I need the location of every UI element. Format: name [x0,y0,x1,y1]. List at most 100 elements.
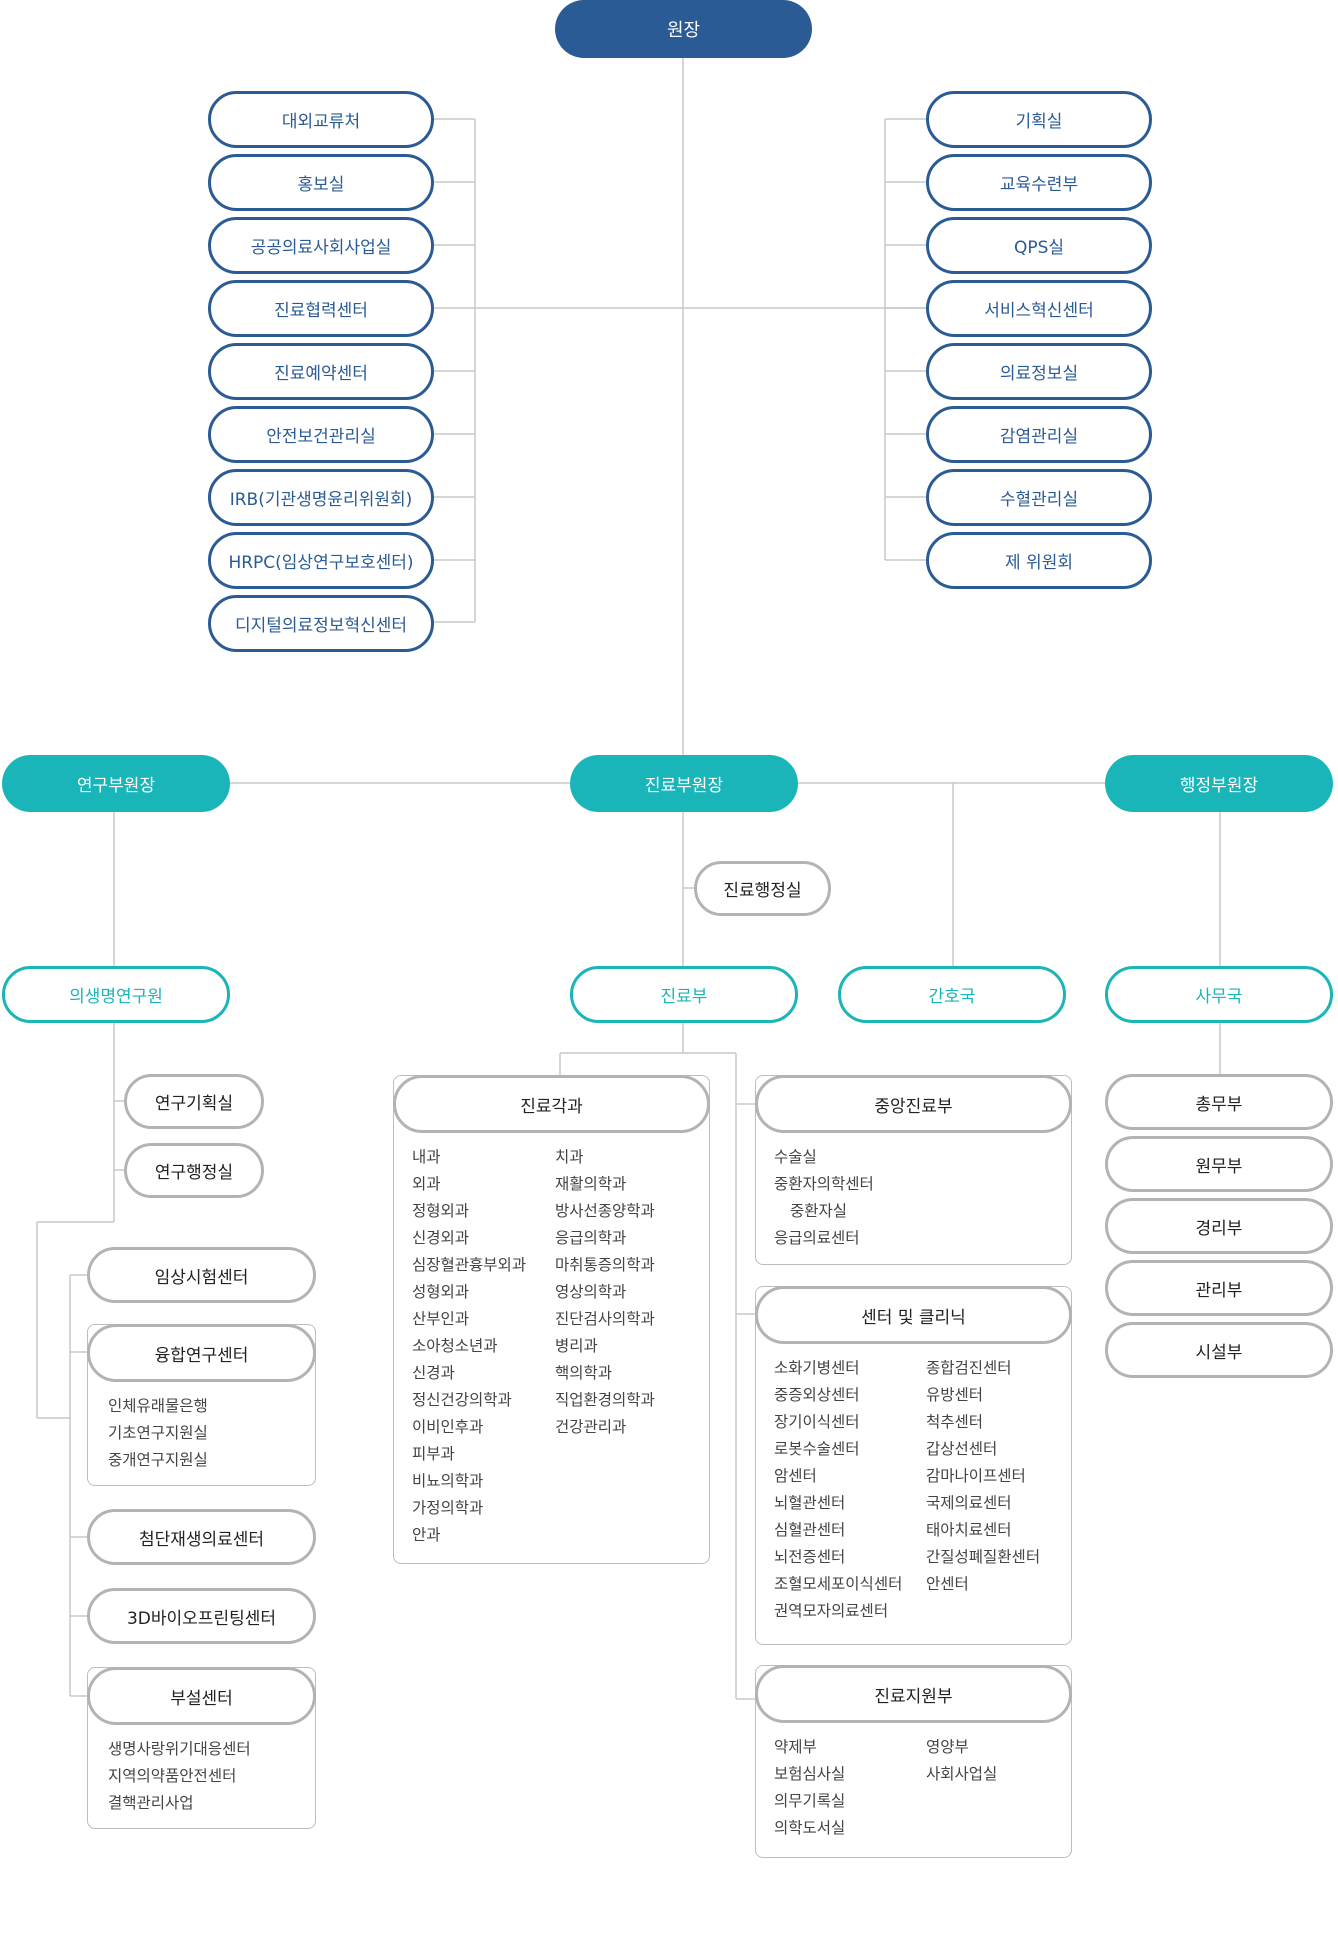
centers-header[interactable]: 센터 및 클리닉 [755,1286,1072,1344]
bioprinting-node[interactable]: 3D바이오프린팅센터 [87,1588,316,1644]
list-item[interactable]: 심혈관센터 [774,1521,846,1539]
list-item[interactable]: 뇌전증센터 [774,1548,846,1566]
office-node[interactable]: 교육수련부 [926,154,1152,211]
list-item[interactable]: 뇌혈관센터 [774,1494,846,1512]
office-node[interactable]: 진료예약센터 [208,343,434,400]
list-item[interactable]: 척추센터 [926,1413,984,1431]
list-item[interactable]: 가정의학과 [412,1499,484,1517]
list-item[interactable]: 신경과 [412,1364,455,1382]
list-item[interactable]: 이비인후과 [412,1418,484,1436]
list-item[interactable]: 중환자의학센터 [774,1175,874,1193]
list-item[interactable]: 외과 [412,1175,441,1193]
office-node[interactable]: 안전보건관리실 [208,406,434,463]
list-item[interactable]: 핵의학과 [555,1364,613,1382]
office-node[interactable]: IRB(기관생명윤리위원회) [208,469,434,526]
list-item[interactable]: 감마나이프센터 [926,1467,1026,1485]
list-item[interactable]: 피부과 [412,1445,455,1463]
list-item[interactable]: 성형외과 [412,1283,470,1301]
nursing-node[interactable]: 간호국 [838,966,1066,1023]
list-item[interactable]: 장기이식센터 [774,1413,860,1431]
office-node[interactable]: QPS실 [926,217,1152,274]
vice-medical-node[interactable]: 진료부원장 [570,755,798,812]
list-item[interactable]: 중환자실 [790,1202,848,1220]
list-item[interactable]: 암센터 [774,1467,817,1485]
list-item[interactable]: 결핵관리사업 [108,1794,194,1812]
list-item[interactable]: 내과 [412,1148,441,1166]
support-header[interactable]: 진료지원부 [755,1665,1072,1723]
office-node[interactable]: 수혈관리실 [926,469,1152,526]
institute-node[interactable]: 의생명연구원 [2,966,230,1023]
office-node[interactable]: 공공의료사회사업실 [208,217,434,274]
director-node[interactable]: 원장 [555,0,812,58]
list-item[interactable]: 중증외상센터 [774,1386,860,1404]
research-planning-node[interactable]: 연구기획실 [124,1074,264,1129]
office-node[interactable]: 홍보실 [208,154,434,211]
regenerative-node[interactable]: 첨단재생의료센터 [87,1509,316,1565]
list-item[interactable]: 지역의약품안전센터 [108,1767,237,1785]
list-item[interactable]: 소화기병센터 [774,1359,860,1377]
list-item[interactable]: 재활의학과 [555,1175,627,1193]
office-node[interactable]: 디지털의료정보혁신센터 [208,595,434,652]
list-item[interactable]: 국제의료센터 [926,1494,1012,1512]
office-node[interactable]: 기획실 [926,91,1152,148]
central-header[interactable]: 중앙진료부 [755,1075,1072,1133]
office-node[interactable]: 서비스혁신센터 [926,280,1152,337]
list-item[interactable]: 조혈모세포이식센터 [774,1575,903,1593]
list-item[interactable]: 직업환경의학과 [555,1391,655,1409]
list-item[interactable]: 건강관리과 [555,1418,627,1436]
affiliated-header[interactable]: 부설센터 [87,1667,316,1725]
convergence-header[interactable]: 융합연구센터 [87,1324,316,1382]
office-node[interactable]: 진료협력센터 [208,280,434,337]
list-item[interactable]: 종합검진센터 [926,1359,1012,1377]
list-item[interactable]: 비뇨의학과 [412,1472,484,1490]
office-node[interactable]: 감염관리실 [926,406,1152,463]
admin-dept-node[interactable]: 시설부 [1105,1322,1333,1378]
list-item[interactable]: 소아청소년과 [412,1337,498,1355]
admin-dept-node[interactable]: 원무부 [1105,1136,1333,1192]
list-item[interactable]: 방사선종양학과 [555,1202,655,1220]
admin-dept-node[interactable]: 경리부 [1105,1198,1333,1254]
list-item[interactable]: 영양부 [926,1738,969,1756]
research-admin-node[interactable]: 연구행정실 [124,1143,264,1198]
vice-research-node[interactable]: 연구부원장 [2,755,230,812]
list-item[interactable]: 마취통증의학과 [555,1256,655,1274]
list-item[interactable]: 산부인과 [412,1310,470,1328]
list-item[interactable]: 의무기록실 [774,1792,846,1810]
list-item[interactable]: 유방센터 [926,1386,984,1404]
vice-admin-node[interactable]: 행정부원장 [1105,755,1333,812]
list-item[interactable]: 안센터 [926,1575,969,1593]
list-item[interactable]: 응급의학과 [555,1229,627,1247]
medical-admin-office-node[interactable]: 진료행정실 [694,861,831,916]
list-item[interactable]: 인체유래물은행 [108,1397,208,1415]
list-item[interactable]: 간질성폐질환센터 [926,1548,1041,1566]
list-item[interactable]: 로봇수술센터 [774,1440,860,1458]
office-node[interactable]: 제 위원회 [926,532,1152,589]
list-item[interactable]: 안과 [412,1526,441,1544]
office-node[interactable]: HRPC(임상연구보호센터) [208,532,434,589]
admin-dept-node[interactable]: 총무부 [1105,1074,1333,1130]
list-item[interactable]: 기초연구지원실 [108,1424,208,1442]
departments-header[interactable]: 진료각과 [393,1075,710,1133]
clinical-trial-node[interactable]: 임상시험센터 [87,1247,316,1303]
office-node[interactable]: 의료정보실 [926,343,1152,400]
list-item[interactable]: 심장혈관흉부외과 [412,1256,527,1274]
list-item[interactable]: 의학도서실 [774,1819,846,1837]
list-item[interactable]: 수술실 [774,1148,817,1166]
list-item[interactable]: 정형외과 [412,1202,470,1220]
list-item[interactable]: 권역모자의료센터 [774,1602,889,1620]
list-item[interactable]: 응급의료센터 [774,1229,860,1247]
office-node[interactable]: 대외교류처 [208,91,434,148]
list-item[interactable]: 사회사업실 [926,1765,998,1783]
admin-bureau-node[interactable]: 사무국 [1105,966,1333,1023]
list-item[interactable]: 치과 [555,1148,584,1166]
list-item[interactable]: 중개연구지원실 [108,1451,208,1469]
list-item[interactable]: 영상의학과 [555,1283,627,1301]
list-item[interactable]: 생명사랑위기대응센터 [108,1740,251,1758]
list-item[interactable]: 태아치료센터 [926,1521,1012,1539]
medical-division-node[interactable]: 진료부 [570,966,798,1023]
list-item[interactable]: 보험심사실 [774,1765,846,1783]
list-item[interactable]: 병리과 [555,1337,598,1355]
list-item[interactable]: 진단검사의학과 [555,1310,655,1328]
list-item[interactable]: 신경외과 [412,1229,470,1247]
list-item[interactable]: 갑상선센터 [926,1440,998,1458]
